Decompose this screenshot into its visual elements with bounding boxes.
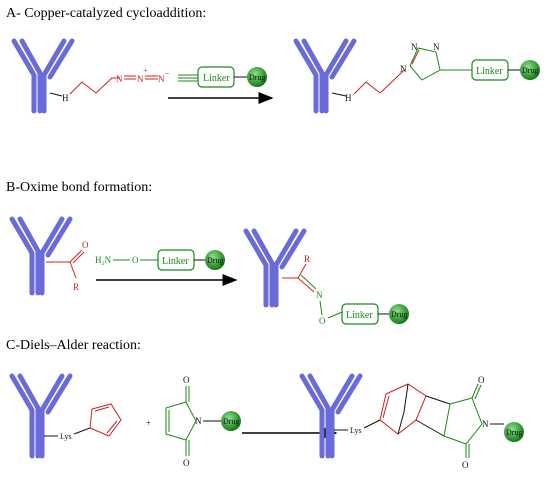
azide-n2: N (137, 74, 144, 84)
azide-minus: – (164, 68, 170, 77)
adduct-o-top: O (478, 375, 485, 385)
antibody-a-product (293, 38, 357, 114)
h2n-label: H₂N (95, 255, 112, 265)
cyclopentadiene-c: Lys (44, 403, 122, 441)
oxime-product-b: R N O Linker Drug (282, 254, 409, 326)
section-a-title: A- Copper-catalyzed cycloaddition: (6, 6, 207, 21)
drug-sphere-b (205, 250, 225, 270)
antibody-b-reactant (9, 216, 73, 296)
ketone-b: O R (46, 240, 89, 292)
section-b-title: B-Oxime bond formation: (6, 180, 153, 195)
linker-label-product-a: Linker (476, 66, 503, 77)
lys-label-product: Lys (350, 426, 362, 435)
drug-sphere-product-b (389, 304, 409, 324)
drug-sphere (247, 67, 267, 87)
ketone-r-label: R (73, 282, 79, 292)
antibody-a-reactant (11, 38, 75, 114)
triazole-n1-label: N (400, 64, 407, 74)
ketone-o-label: O (82, 240, 89, 250)
lys-label: Lys (60, 432, 72, 441)
aminooxy-linker-drug-b: H₂N O Linker Drug (95, 249, 225, 271)
drug-label-product-b: Drug (391, 310, 407, 319)
antibody-c-reactant (9, 373, 73, 459)
azide-plus: + (143, 66, 148, 75)
drug-label-b: Drug (207, 256, 223, 265)
maleimide-o-bottom: O (183, 458, 190, 468)
maleimide-drug-c: O O N Drug (165, 375, 241, 468)
alkyne-linker-drug-a: Linker Drug (178, 66, 267, 88)
linker-label-product-b: Linker (346, 310, 373, 321)
drug-sphere-c (221, 411, 241, 431)
nh-label: H (62, 93, 69, 103)
section-c-title: C-Diels–Alder reaction: (6, 338, 141, 353)
drug-label-product-c: Drug (506, 428, 522, 437)
azide-linker-a: H N N + N – (49, 66, 170, 103)
azide-n1: N (116, 74, 123, 84)
nh-label-product: H (345, 93, 352, 103)
plus-sign: + (146, 418, 151, 428)
oxime-n-label: N (316, 290, 323, 300)
linker-label-b: Linker (162, 256, 189, 267)
drug-label-c: Drug (223, 417, 239, 426)
azide-n3: N (158, 74, 165, 84)
drug-sphere-product-c (504, 422, 524, 442)
adduct-n-label: N (482, 419, 489, 429)
drug-label: Drug (249, 73, 265, 82)
drug-label-product-a: Drug (522, 66, 538, 75)
drug-sphere-product-a (520, 60, 540, 80)
triazole-n2-label: N (411, 42, 418, 52)
triazole-product-a: H N N N Linker Drug (331, 42, 540, 103)
diels-alder-adduct-c: Lys O O N Drug (334, 375, 524, 470)
maleimide-o-top: O (183, 375, 190, 385)
adduct-o-bottom: O (462, 460, 469, 470)
maleimide-n-label: N (195, 416, 202, 426)
antibody-b-product (243, 228, 307, 308)
antibody-c-product (299, 373, 363, 459)
oxy-label: O (132, 255, 139, 265)
linker-label: Linker (203, 73, 230, 84)
oxime-r-label: R (304, 254, 310, 264)
oxime-o-label: O (319, 316, 326, 326)
triazole-n3-label: N (433, 42, 440, 52)
